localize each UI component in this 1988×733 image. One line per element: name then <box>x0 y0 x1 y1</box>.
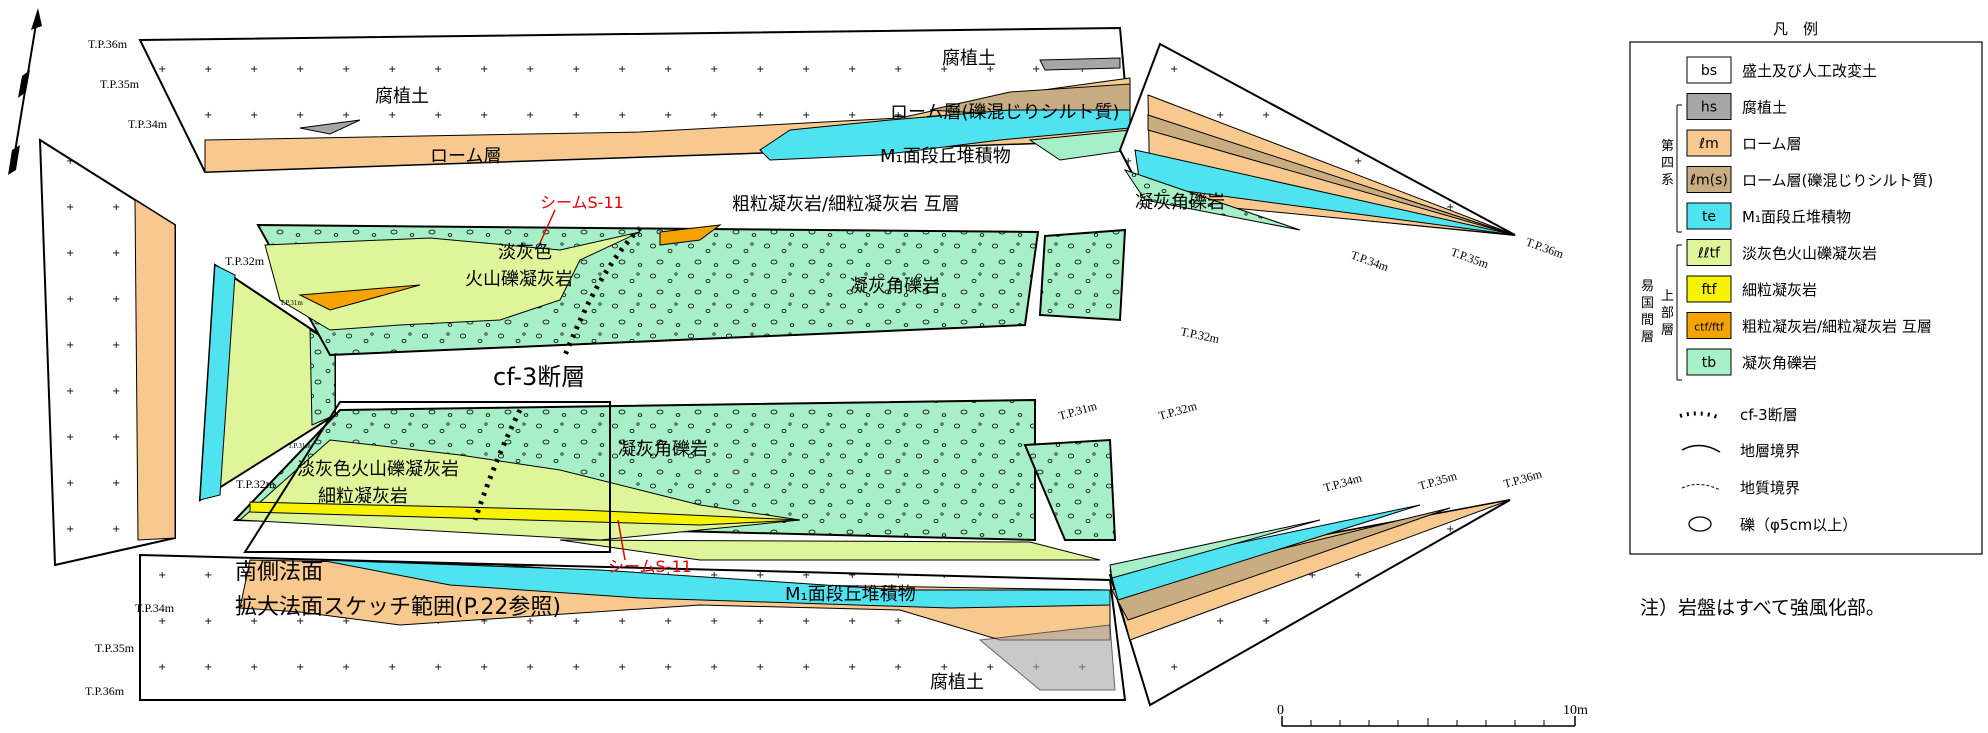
tp-label: T.P.32m <box>236 477 276 491</box>
legend-label: M₁面段丘堆積物 <box>1742 208 1851 226</box>
tp-label: T.P.32m <box>225 254 265 268</box>
geologic-boundary-icon <box>1681 484 1721 491</box>
legend-code: ftf <box>1701 282 1717 298</box>
south-right-panel <box>1108 499 1511 707</box>
legend-label: 盛土及び人工改変土 <box>1742 62 1877 80</box>
tp-label: T.P.35m <box>1417 468 1459 492</box>
legend-code: ctf/ftf <box>1694 321 1725 334</box>
fault-line-lower <box>472 408 523 521</box>
legend-label: ローム層 <box>1742 135 1802 153</box>
legend-symbol-label: 地質境界 <box>1740 479 1800 497</box>
legend-symbol-label: cf-3断層 <box>1740 406 1798 424</box>
seam-arrow <box>539 209 556 244</box>
label-loam-silt: ローム層(礫混じりシルト質) <box>890 102 1120 123</box>
tp-label: T.P.36m <box>88 37 128 51</box>
legend-label: 淡灰色火山礫凝灰岩 <box>1742 245 1877 263</box>
tp-label: T.P.31m <box>1057 398 1099 422</box>
seam-arrow-lower <box>617 519 626 561</box>
label-pale-lower: 淡灰色火山礫凝灰岩 <box>297 459 459 480</box>
legend-group-upper: 上部層 <box>1661 289 1674 338</box>
label-seam-upper: シームS-11 <box>540 193 624 212</box>
note-text: 注）岩盤はすべて強風化部。 <box>1640 597 1885 619</box>
north-arrow-icon <box>8 8 42 175</box>
label-loam: ローム層 <box>430 146 501 167</box>
legend-group-quaternary: 第四系 <box>1661 139 1674 188</box>
legend-swatch <box>1686 348 1732 376</box>
upper-right-panel <box>1118 42 1516 236</box>
label-pale-2: 火山礫凝灰岩 <box>465 269 573 290</box>
scale-max: 10m <box>1563 703 1588 718</box>
legend-title: 凡 例 <box>1773 20 1818 38</box>
label-humus-top: 腐植土 <box>942 48 996 69</box>
legend-code: hs <box>1701 100 1717 116</box>
legend-code: ℓm(s) <box>1689 173 1728 189</box>
legend-label: 粗粒凝灰岩/細粒凝灰岩 互層 <box>1742 318 1932 336</box>
tp-label: T.P.36m <box>1502 466 1544 490</box>
label-m1-lower: M₁面段丘堆積物 <box>785 584 916 605</box>
legend-swatch <box>1686 312 1732 339</box>
legend-swatch <box>1686 56 1732 84</box>
legend-swatch <box>1686 166 1732 193</box>
legend-label: 凝灰角礫岩 <box>1742 354 1817 372</box>
legend: 凡 例 第四系 上部層 易国間層 bs 盛土及び人工改変土 hs 腐植土 ℓm ローム層 ℓ… <box>1629 20 1983 555</box>
label-alternation: 粗粒凝灰岩/細粒凝灰岩 互層 <box>732 194 960 215</box>
label-tuff-breccia-right: 凝灰角礫岩 <box>1135 192 1225 213</box>
legend-label: 細粒凝灰岩 <box>1742 281 1817 299</box>
enlarged-range-frame <box>243 401 611 553</box>
legend-swatch <box>1686 239 1732 266</box>
tp-label: T.P.35m <box>1449 245 1491 272</box>
strata-boundary-icon <box>1681 444 1721 453</box>
label-tuff-breccia-mid: 凝灰角礫岩 <box>850 276 940 297</box>
label-humus-upper: 腐植土 <box>375 86 429 107</box>
legend-code: tb <box>1702 355 1716 371</box>
tp-label: T.P.35m <box>95 641 135 655</box>
tp-label: T.P.34m <box>135 601 175 615</box>
legend-code: ℓm <box>1698 136 1718 152</box>
tp-label: T.P.31m <box>288 442 311 450</box>
south-slope-panel <box>139 539 1127 701</box>
legend-symbol-label: 礫（φ5cm以上） <box>1740 516 1857 534</box>
legend-swatch <box>1686 129 1732 157</box>
tp-label: T.P.32m <box>1179 324 1221 346</box>
tp-label: T.P.32m <box>1157 398 1199 422</box>
legend-swatch <box>1686 275 1732 303</box>
tp-label: T.P.35m <box>100 77 140 91</box>
legend-swatch <box>1686 202 1732 230</box>
fault-line <box>562 226 642 356</box>
label-m1-upper: M₁面段丘堆積物 <box>880 146 1011 167</box>
legend-symbol-label: 地層境界 <box>1740 442 1800 460</box>
left-inner-panel <box>198 263 336 502</box>
label-enlarged-range: 拡大法面スケッチ範囲(P.22参照) <box>235 595 561 620</box>
tp-label: T.P.31m <box>280 299 303 307</box>
legend-code: te <box>1702 209 1716 225</box>
label-humus-lower: 腐植土 <box>930 672 984 693</box>
legend-code: bs <box>1701 63 1717 79</box>
legend-code: ℓℓtf <box>1697 246 1721 262</box>
label-south-slope: 南側法面 <box>235 560 323 585</box>
left-outer-panel <box>38 138 176 567</box>
legend-label: ローム層(礫混じりシルト質) <box>1742 172 1933 190</box>
legend-group-formation: 易国間層 <box>1641 279 1654 345</box>
tp-label: T.P.36m <box>85 684 125 698</box>
label-tuff-breccia-lower: 凝灰角礫岩 <box>618 439 708 460</box>
scale-bar <box>1281 716 1576 727</box>
gravel-symbol-icon <box>1688 516 1712 532</box>
tp-label: T.P.34m <box>1322 470 1364 494</box>
legend-label: 腐植土 <box>1742 99 1787 117</box>
lower-panel <box>232 398 1117 542</box>
legend-swatch <box>1686 93 1732 120</box>
tp-label: T.P.34m <box>1349 248 1391 275</box>
label-fine-tuff: 細粒凝灰岩 <box>318 486 408 507</box>
scale-zero: 0 <box>1277 703 1284 718</box>
tp-label: T.P.34m <box>128 117 168 131</box>
middle-panel <box>256 223 1127 357</box>
tp-label: T.P.36m <box>1524 235 1566 262</box>
label-seam-lower: シームS-11 <box>608 557 692 576</box>
label-pale-1: 淡灰色 <box>498 242 552 263</box>
label-fault: cf-3断層 <box>493 363 585 391</box>
